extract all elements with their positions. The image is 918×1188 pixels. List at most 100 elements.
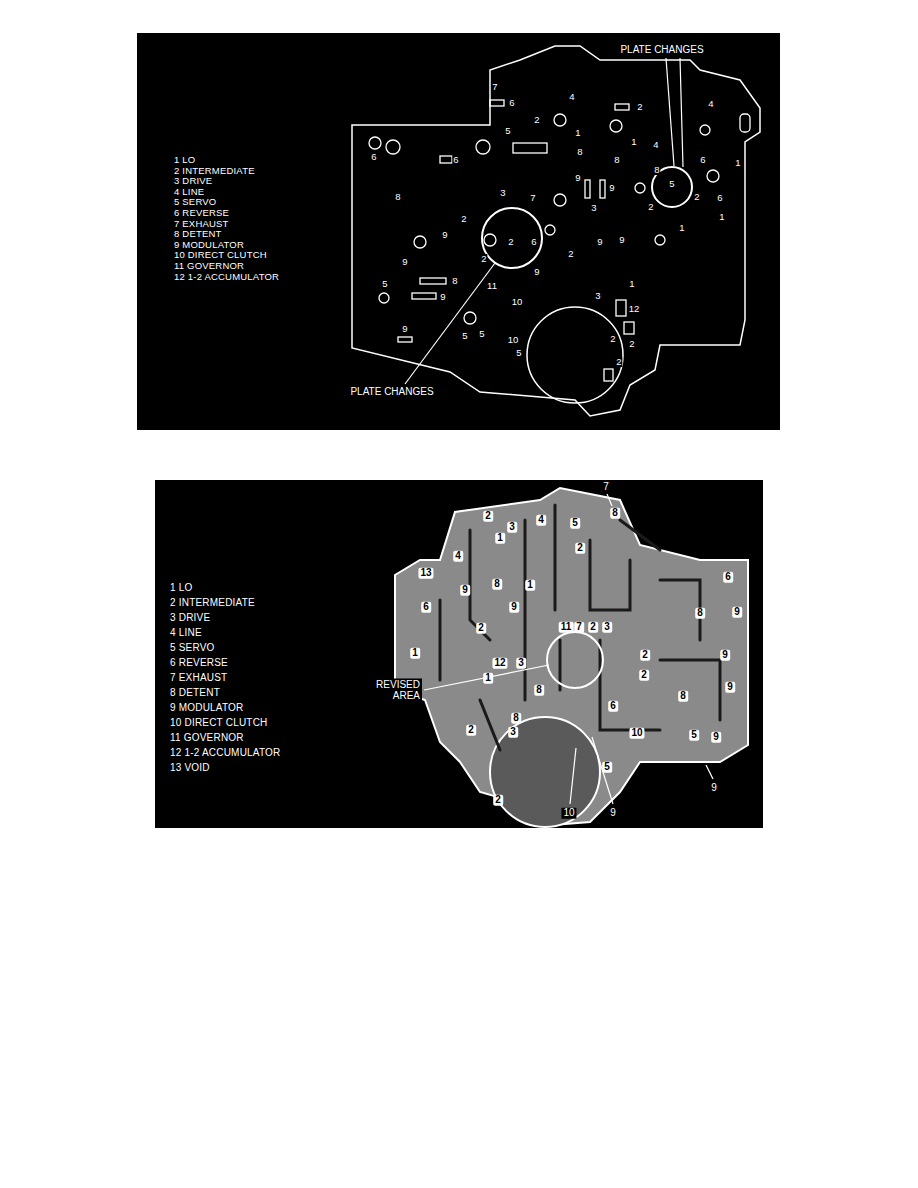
callout-number: 1: [574, 128, 581, 138]
callout-number: 9: [533, 267, 540, 277]
callout-number: 8: [653, 165, 660, 175]
area-callout: PLATE CHANGES: [348, 387, 435, 398]
callout-number: 2: [476, 623, 486, 634]
callout-number: 10: [511, 297, 524, 307]
callout-number: 5: [515, 348, 522, 358]
callout-number: 3: [516, 658, 526, 669]
callout-number: 4: [568, 92, 575, 102]
legend-text: 13 VOID: [170, 763, 210, 774]
callout-number: 9: [509, 602, 519, 613]
legend-text: 6 REVERSE: [170, 658, 228, 669]
legend-text: 10 DIRECT CLUTCH: [170, 718, 267, 729]
callout-number: 2: [466, 725, 476, 736]
legend-text: 7 EXHAUST: [174, 219, 229, 229]
callout-number: 3: [602, 622, 612, 633]
panel-ground: [155, 480, 763, 828]
callout-number: 7: [601, 482, 611, 493]
callout-number: 2: [640, 650, 650, 661]
legend-text: 5 SERVO: [174, 197, 216, 207]
callout-number: 9: [401, 257, 408, 267]
callout-number: 8: [394, 192, 401, 202]
callout-number: 2: [480, 254, 487, 264]
callout-number: 9: [460, 585, 470, 596]
callout-number: 2: [609, 334, 616, 344]
legend-text: 11 GOVERNOR: [170, 733, 244, 744]
callout-number: 2: [647, 202, 654, 212]
revised-area-circle: [547, 632, 603, 688]
callout-number: 6: [508, 98, 515, 108]
callout-number: 8: [492, 579, 502, 590]
callout-number: 2: [460, 214, 467, 224]
legend-text: 4 LINE: [174, 187, 204, 197]
legend-text: 8 DETENT: [170, 688, 220, 699]
legend-text: 2 INTERMEDIATE: [170, 598, 255, 609]
callout-number: 10: [629, 728, 644, 739]
passage-wall: [440, 505, 720, 750]
callout-number: 5: [668, 179, 675, 189]
callout-number: 2: [493, 795, 503, 806]
callout-number: 1: [678, 223, 685, 233]
legend-text: 3 DRIVE: [174, 176, 212, 186]
callout-number: 7: [574, 622, 584, 633]
callout-number: 8: [534, 685, 544, 696]
legend-text: 12 1-2 ACCUMULATOR: [170, 748, 281, 759]
callout-number: 2: [507, 237, 514, 247]
leader-line: [405, 58, 683, 384]
callout-number: 9: [732, 607, 742, 618]
callout-number: 1: [410, 648, 420, 659]
callout-number: 7: [529, 193, 536, 203]
callout-number: 8: [613, 155, 620, 165]
legend-text: 3 DRIVE: [170, 613, 210, 624]
callout-number: 3: [590, 203, 597, 213]
callout-number: 9: [608, 183, 615, 193]
callout-number: 2: [483, 511, 493, 522]
area-callout: REVISED AREA: [360, 679, 422, 702]
plate-bore: [527, 307, 623, 403]
callout-number: 9: [441, 230, 448, 240]
callout-number: 8: [610, 508, 620, 519]
callout-number: 2: [628, 339, 635, 349]
callout-number: 1: [734, 158, 741, 168]
callout-number: 9: [725, 682, 735, 693]
legend-text: 4 LINE: [170, 628, 202, 639]
callout-number: 6: [723, 572, 733, 583]
legend-text: 9 MODULATOR: [174, 240, 244, 250]
callout-number: 12: [628, 304, 641, 314]
valve-body-bore: [490, 717, 600, 827]
callout-number: 5: [461, 331, 468, 341]
callout-number: 4: [453, 551, 463, 562]
callout-number: 11: [559, 622, 574, 633]
callout-number: 9: [720, 650, 730, 661]
callout-number: 6: [608, 701, 618, 712]
change-circle: [482, 208, 542, 268]
callout-number: 2: [639, 670, 649, 681]
callout-number: 4: [707, 99, 714, 109]
callout-number: 11: [486, 281, 498, 291]
callout-number: 8: [451, 276, 458, 286]
callout-number: 8: [576, 147, 583, 157]
callout-number: 1: [525, 580, 535, 591]
callout-number: 3: [594, 291, 601, 301]
callout-number: 3: [499, 188, 506, 198]
legend-text: 7 EXHAUST: [170, 673, 227, 684]
callout-number: 2: [636, 102, 643, 112]
callout-number: 8: [695, 608, 705, 619]
callout-number: 10: [561, 808, 576, 819]
legend-text: 2 INTERMEDIATE: [174, 166, 255, 176]
callout-number: 9: [439, 292, 446, 302]
callout-number: 9: [709, 783, 719, 794]
callout-number: 6: [452, 155, 459, 165]
callout-number: 9: [608, 808, 618, 819]
callout-number: 8: [678, 691, 688, 702]
callout-number: 8: [511, 713, 521, 724]
legend-text: 11 GOVERNOR: [174, 261, 244, 271]
callout-number: 5: [602, 762, 612, 773]
callout-number: 6: [530, 237, 537, 247]
callout-number: 9: [711, 732, 721, 743]
callout-number: 2: [588, 622, 598, 633]
callout-number: 10: [507, 335, 520, 345]
callout-number: 3: [508, 727, 518, 738]
legend-text: 12 1-2 ACCUMULATOR: [174, 272, 279, 282]
callout-number: 6: [421, 602, 431, 613]
